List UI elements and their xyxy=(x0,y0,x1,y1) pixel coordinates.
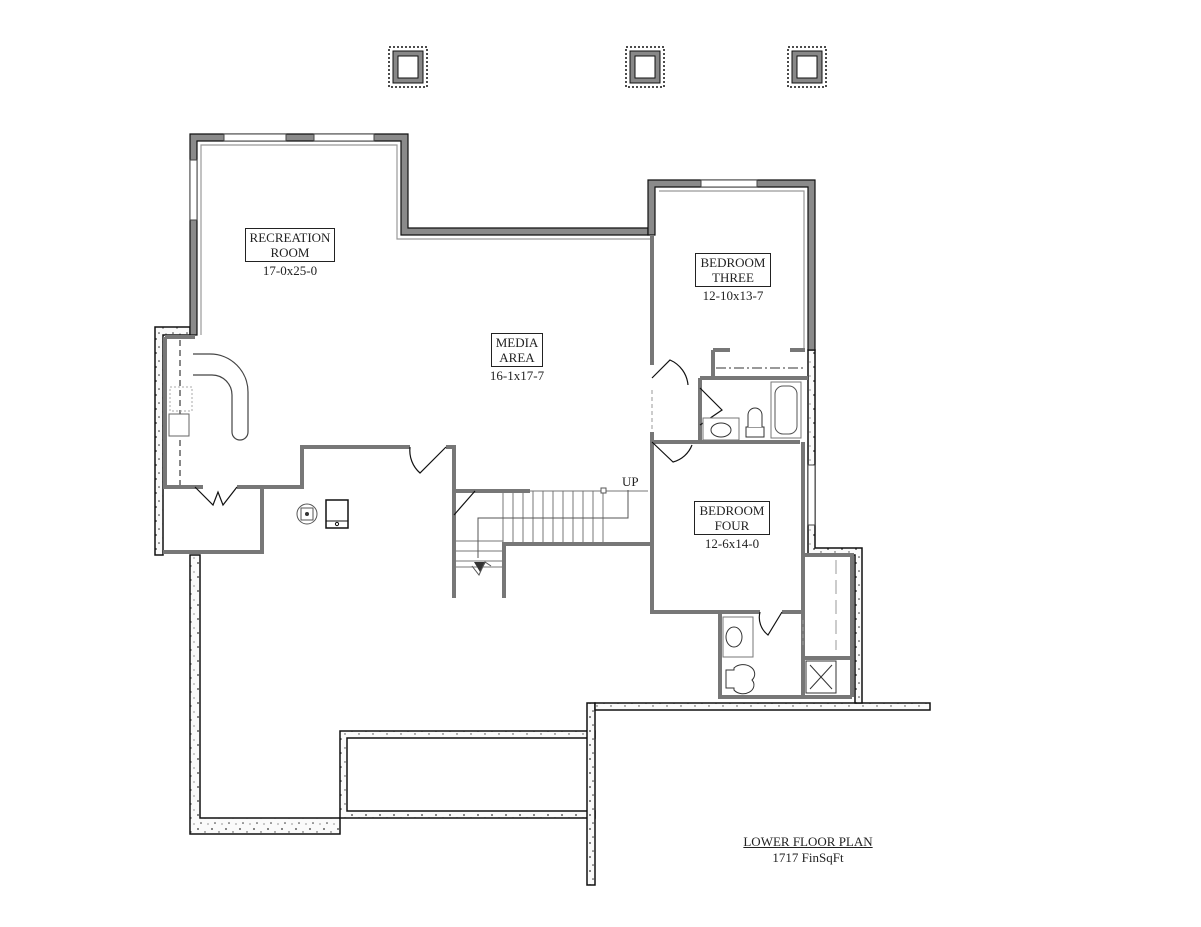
room-dimensions: 12-6x14-0 xyxy=(704,536,760,551)
column-1 xyxy=(388,46,428,88)
room-dimensions: 12-10x13-7 xyxy=(702,288,764,303)
bathtub xyxy=(770,381,802,439)
room-name-line1: BEDROOM xyxy=(699,503,765,518)
toilet xyxy=(745,407,765,438)
water-heater xyxy=(296,503,318,525)
vanity-sink xyxy=(702,417,740,441)
bath-two-toilet xyxy=(725,664,756,695)
interior-walls xyxy=(163,235,854,699)
column-2 xyxy=(625,46,665,88)
foundation-walls xyxy=(154,326,931,886)
room-name-line2: THREE xyxy=(712,270,754,285)
room-dimensions: 17-0x25-0 xyxy=(262,263,318,278)
column-3 xyxy=(787,46,827,88)
sink xyxy=(168,413,190,437)
stair-up-label: UP xyxy=(622,474,639,489)
room-name-line2: ROOM xyxy=(270,245,310,260)
shower xyxy=(805,660,837,694)
room-name-line2: FOUR xyxy=(714,518,750,533)
room-name-line1: BEDROOM xyxy=(700,255,766,270)
plan-area: 1717 FinSqFt xyxy=(772,850,844,865)
bar-counter xyxy=(193,353,249,441)
room-name-line2: AREA xyxy=(499,350,535,365)
bath-two-sink xyxy=(722,616,754,658)
staircase[interactable] xyxy=(456,487,648,576)
room-name-line1: RECREATION xyxy=(249,230,331,245)
doors xyxy=(194,359,783,636)
interior-finish-line xyxy=(200,144,652,335)
plan-title: LOWER FLOOR PLAN xyxy=(743,834,873,849)
room-name-line1: MEDIA xyxy=(495,335,539,350)
furnace xyxy=(325,499,349,529)
room-dimensions: 16-1x17-7 xyxy=(489,368,545,383)
windows xyxy=(189,133,816,526)
plan-title-block: LOWER FLOOR PLAN 1717 FinSqFt xyxy=(718,834,898,866)
